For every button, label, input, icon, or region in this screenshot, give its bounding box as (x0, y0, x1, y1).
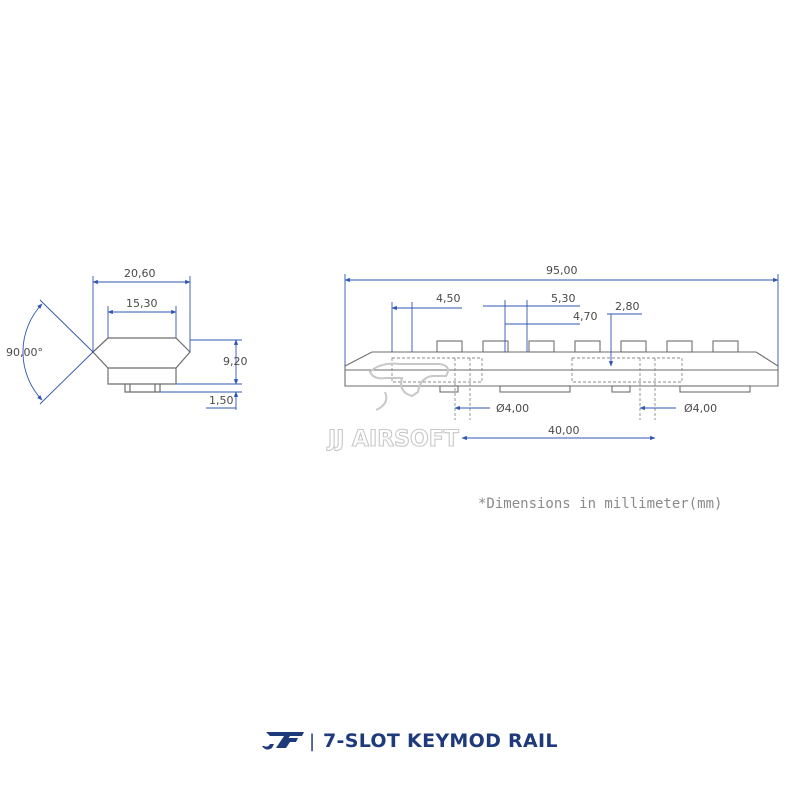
dim-top-width-outer: 20,60 (124, 267, 156, 280)
dim-top-width-inner: 15,30 (126, 297, 158, 310)
caption-separator: | (309, 731, 315, 752)
watermark-logo (368, 362, 449, 411)
dim-total-length: 95,00 (546, 264, 578, 277)
end-view-profile (92, 337, 191, 393)
watermark-text: JJ AIRSOFT (326, 427, 459, 452)
dim-slot-spacing-b: 4,70 (573, 310, 598, 323)
dim-hole-diameter-right: Ø4,00 (684, 402, 717, 415)
side-view-profile (344, 340, 779, 393)
brand-logo-icon (262, 732, 304, 750)
units-note: *Dimensions in millimeter(mm) (478, 496, 722, 512)
dim-offset: 2,80 (615, 300, 640, 313)
dim-hole-diameter-left: Ø4,00 (496, 402, 529, 415)
dim-base-height: 1,50 (209, 394, 234, 407)
dim-slot-spacing-a: 5,30 (551, 292, 576, 305)
dim-slot-width: 4,50 (436, 292, 461, 305)
side-view-hidden-lines (391, 357, 683, 420)
caption-title: 7-SLOT KEYMOD RAIL (323, 730, 558, 752)
dim-height: 9,20 (223, 355, 248, 368)
side-view-dimensions (344, 274, 779, 441)
dim-angle: 90,00° (6, 346, 43, 359)
end-view-dimensions (22, 276, 242, 410)
dim-hole-spacing: 40,00 (548, 424, 580, 437)
